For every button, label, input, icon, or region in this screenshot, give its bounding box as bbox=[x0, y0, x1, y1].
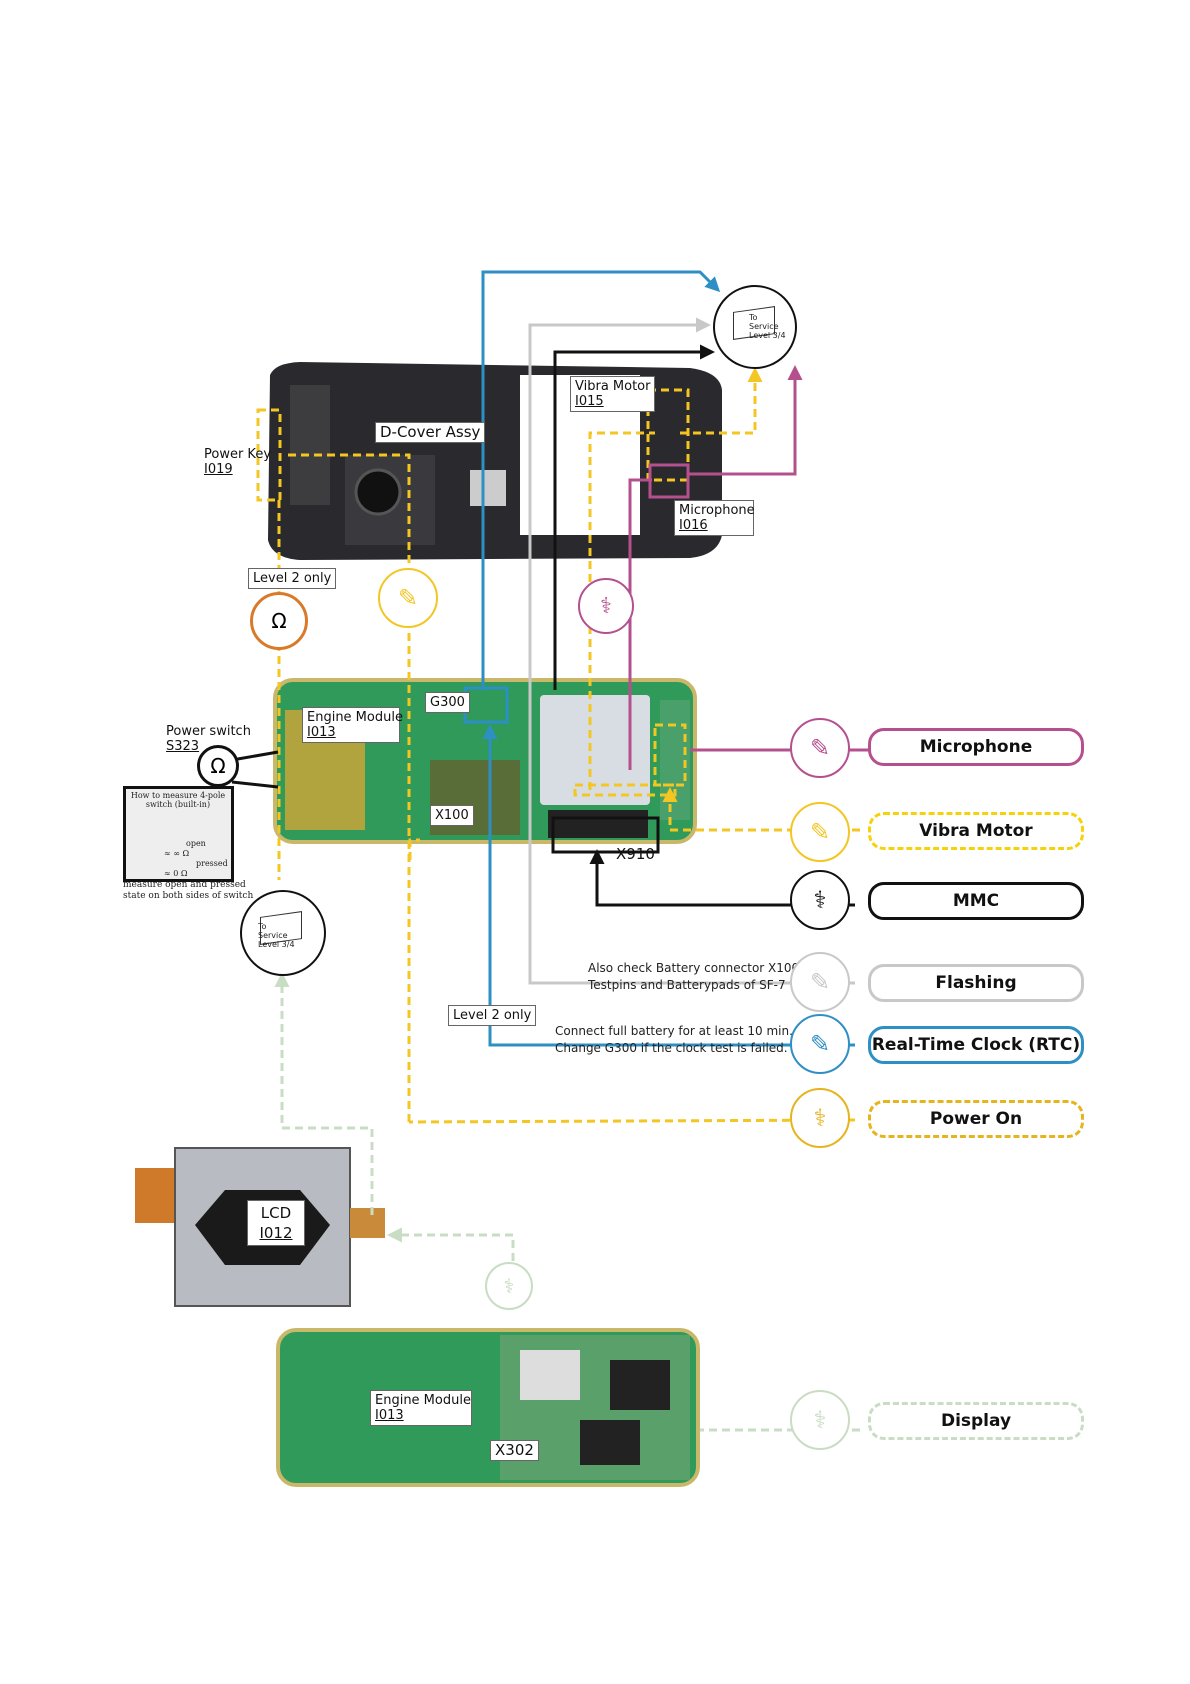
switch-instruction-box: How to measure 4-pole switch (built-in) … bbox=[123, 786, 234, 882]
x910-label: X910 bbox=[616, 845, 655, 863]
mmc-path bbox=[551, 344, 855, 907]
flashing-path bbox=[528, 317, 855, 985]
engine-module-bottom-label: Engine Module I013 bbox=[370, 1390, 472, 1426]
esd-brush-icon: ⚕ bbox=[790, 1088, 850, 1148]
x302-label: X302 bbox=[490, 1440, 539, 1461]
microphone-path bbox=[628, 365, 875, 770]
engine-module-bottom-image bbox=[276, 1328, 700, 1487]
level2-label-b: Level 2 only bbox=[448, 1005, 537, 1026]
esd-brush-icon: ⚕ bbox=[485, 1262, 533, 1310]
flash-tool-icon: ✎ bbox=[790, 802, 850, 862]
engine-module-top-label: Engine Module I013 bbox=[302, 707, 403, 743]
test-microphone[interactable]: Microphone bbox=[868, 728, 1084, 766]
flash-tool-icon: ✎ bbox=[790, 1014, 850, 1074]
test-rtc[interactable]: Real-Time Clock (RTC) bbox=[868, 1026, 1084, 1064]
power-on-path bbox=[256, 408, 856, 1124]
test-power-on[interactable]: Power On bbox=[868, 1100, 1084, 1138]
ohm-meter-icon: Ω bbox=[197, 745, 239, 787]
flash-tool-icon: ✎ bbox=[378, 568, 438, 628]
level2-label-a: Level 2 only bbox=[248, 568, 337, 589]
esd-brush-icon: ⚕ bbox=[578, 578, 634, 634]
test-mmc[interactable]: MMC bbox=[868, 882, 1084, 920]
ohm-meter-icon: Ω bbox=[250, 592, 308, 650]
g300-label: G300 bbox=[425, 692, 470, 713]
switch-caption-2: state on both sides of switch bbox=[123, 891, 254, 901]
test-flashing[interactable]: Flashing bbox=[868, 964, 1084, 1002]
x100-label: X100 bbox=[430, 805, 474, 826]
esd-brush-icon: ⚕ bbox=[790, 1390, 850, 1450]
service-level-mid: To Service Level 3/4 bbox=[240, 890, 326, 976]
vibra-motor-label: Vibra Motor I015 bbox=[570, 376, 656, 412]
flash-tool-icon: ✎ bbox=[790, 718, 850, 778]
power-key-label: Power Key I019 bbox=[204, 447, 272, 477]
lcd-label: LCD I012 bbox=[247, 1200, 305, 1246]
microphone-label: Microphone I016 bbox=[674, 500, 755, 536]
test-vibra-motor[interactable]: Vibra Motor bbox=[868, 812, 1084, 850]
rtc-note: Connect full battery for at least 10 min… bbox=[555, 1024, 793, 1055]
flash-tool-icon: ✎ bbox=[790, 952, 850, 1012]
vibra-motor-path bbox=[573, 367, 860, 832]
flashing-note: Also check Battery connector X100, Testp… bbox=[588, 961, 803, 992]
service-level-top: To Service Level 3/4 bbox=[713, 285, 797, 369]
d-cover-label: D-Cover Assy bbox=[375, 422, 486, 443]
switch-caption-1: measure open and pressed bbox=[123, 880, 246, 890]
esd-brush-icon: ⚕ bbox=[790, 870, 850, 930]
ohm-path bbox=[231, 750, 279, 789]
test-display[interactable]: Display bbox=[868, 1402, 1084, 1440]
power-switch-label: Power switch S323 bbox=[166, 724, 251, 754]
